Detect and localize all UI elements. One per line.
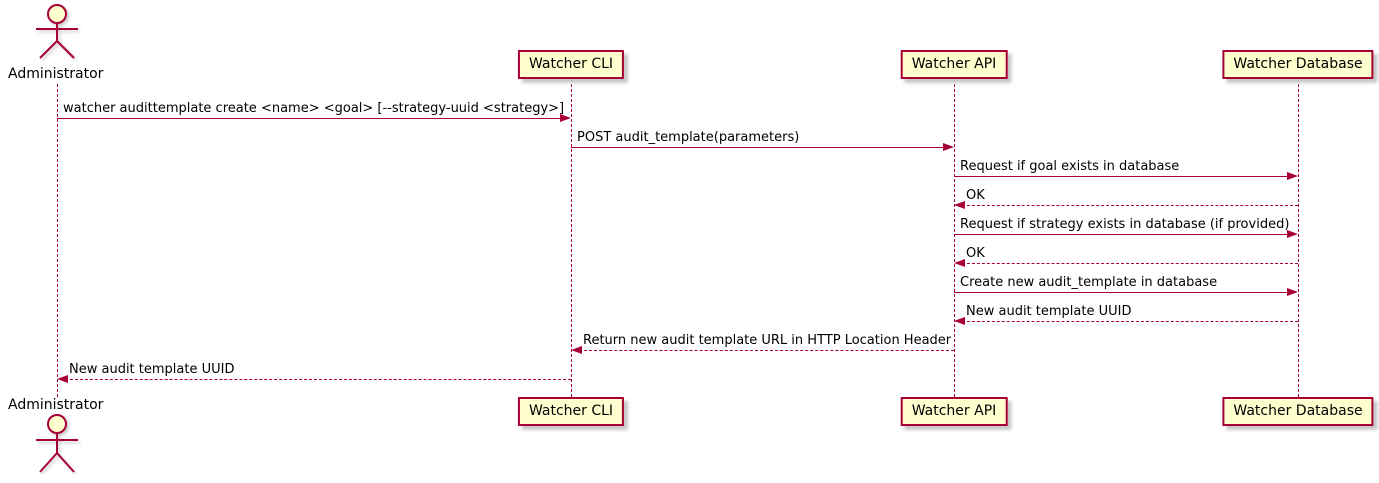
message-line: [954, 176, 1290, 177]
participant-box-api-top: Watcher API: [900, 50, 1008, 79]
lifeline-db: [1298, 79, 1299, 397]
message-line: [962, 263, 1298, 264]
message-label: watcher audittemplate create <name> <goa…: [63, 101, 565, 116]
message-label: Return new audit template URL in HTTP Lo…: [583, 333, 952, 348]
message-line: [962, 205, 1298, 206]
message-arrowhead: [954, 259, 965, 267]
message-arrowhead: [57, 375, 68, 383]
message-arrowhead: [943, 143, 954, 151]
message-label: POST audit_template(parameters): [577, 130, 800, 145]
message-arrowhead: [560, 114, 571, 122]
message-arrowhead: [954, 201, 965, 209]
message-label: Create new audit_template in database: [960, 275, 1218, 290]
actor-label: Administrator: [8, 66, 104, 82]
lifeline-admin: [57, 84, 58, 397]
message-line: [962, 321, 1298, 322]
message-arrowhead: [571, 346, 582, 354]
lifeline-cli: [571, 79, 572, 397]
message-arrowhead: [954, 317, 965, 325]
participant-box-db-bottom: Watcher Database: [1222, 397, 1374, 426]
message-line: [954, 234, 1290, 235]
message-label: Request if goal exists in database: [960, 159, 1180, 174]
participant-box-api-bottom: Watcher API: [900, 397, 1008, 426]
message-label: New audit template UUID: [69, 362, 235, 377]
message-label: OK: [966, 188, 985, 203]
participant-box-cli-bottom: Watcher CLI: [517, 397, 625, 426]
message-line: [579, 350, 954, 351]
message-line: [571, 147, 946, 148]
message-label: New audit template UUID: [966, 304, 1132, 319]
message-line: [65, 379, 571, 380]
actor-label: Administrator: [8, 397, 104, 413]
participant-box-cli-top: Watcher CLI: [517, 50, 625, 79]
message-line: [954, 292, 1290, 293]
participant-box-db-top: Watcher Database: [1222, 50, 1374, 79]
message-arrowhead: [1287, 288, 1298, 296]
lifeline-api: [954, 79, 955, 397]
message-label: OK: [966, 246, 985, 261]
message-label: Request if strategy exists in database (…: [960, 217, 1290, 232]
message-arrowhead: [1287, 230, 1298, 238]
message-line: [57, 118, 563, 119]
actor-icon: [36, 4, 78, 59]
message-arrowhead: [1287, 172, 1298, 180]
actor-icon: [36, 414, 78, 473]
